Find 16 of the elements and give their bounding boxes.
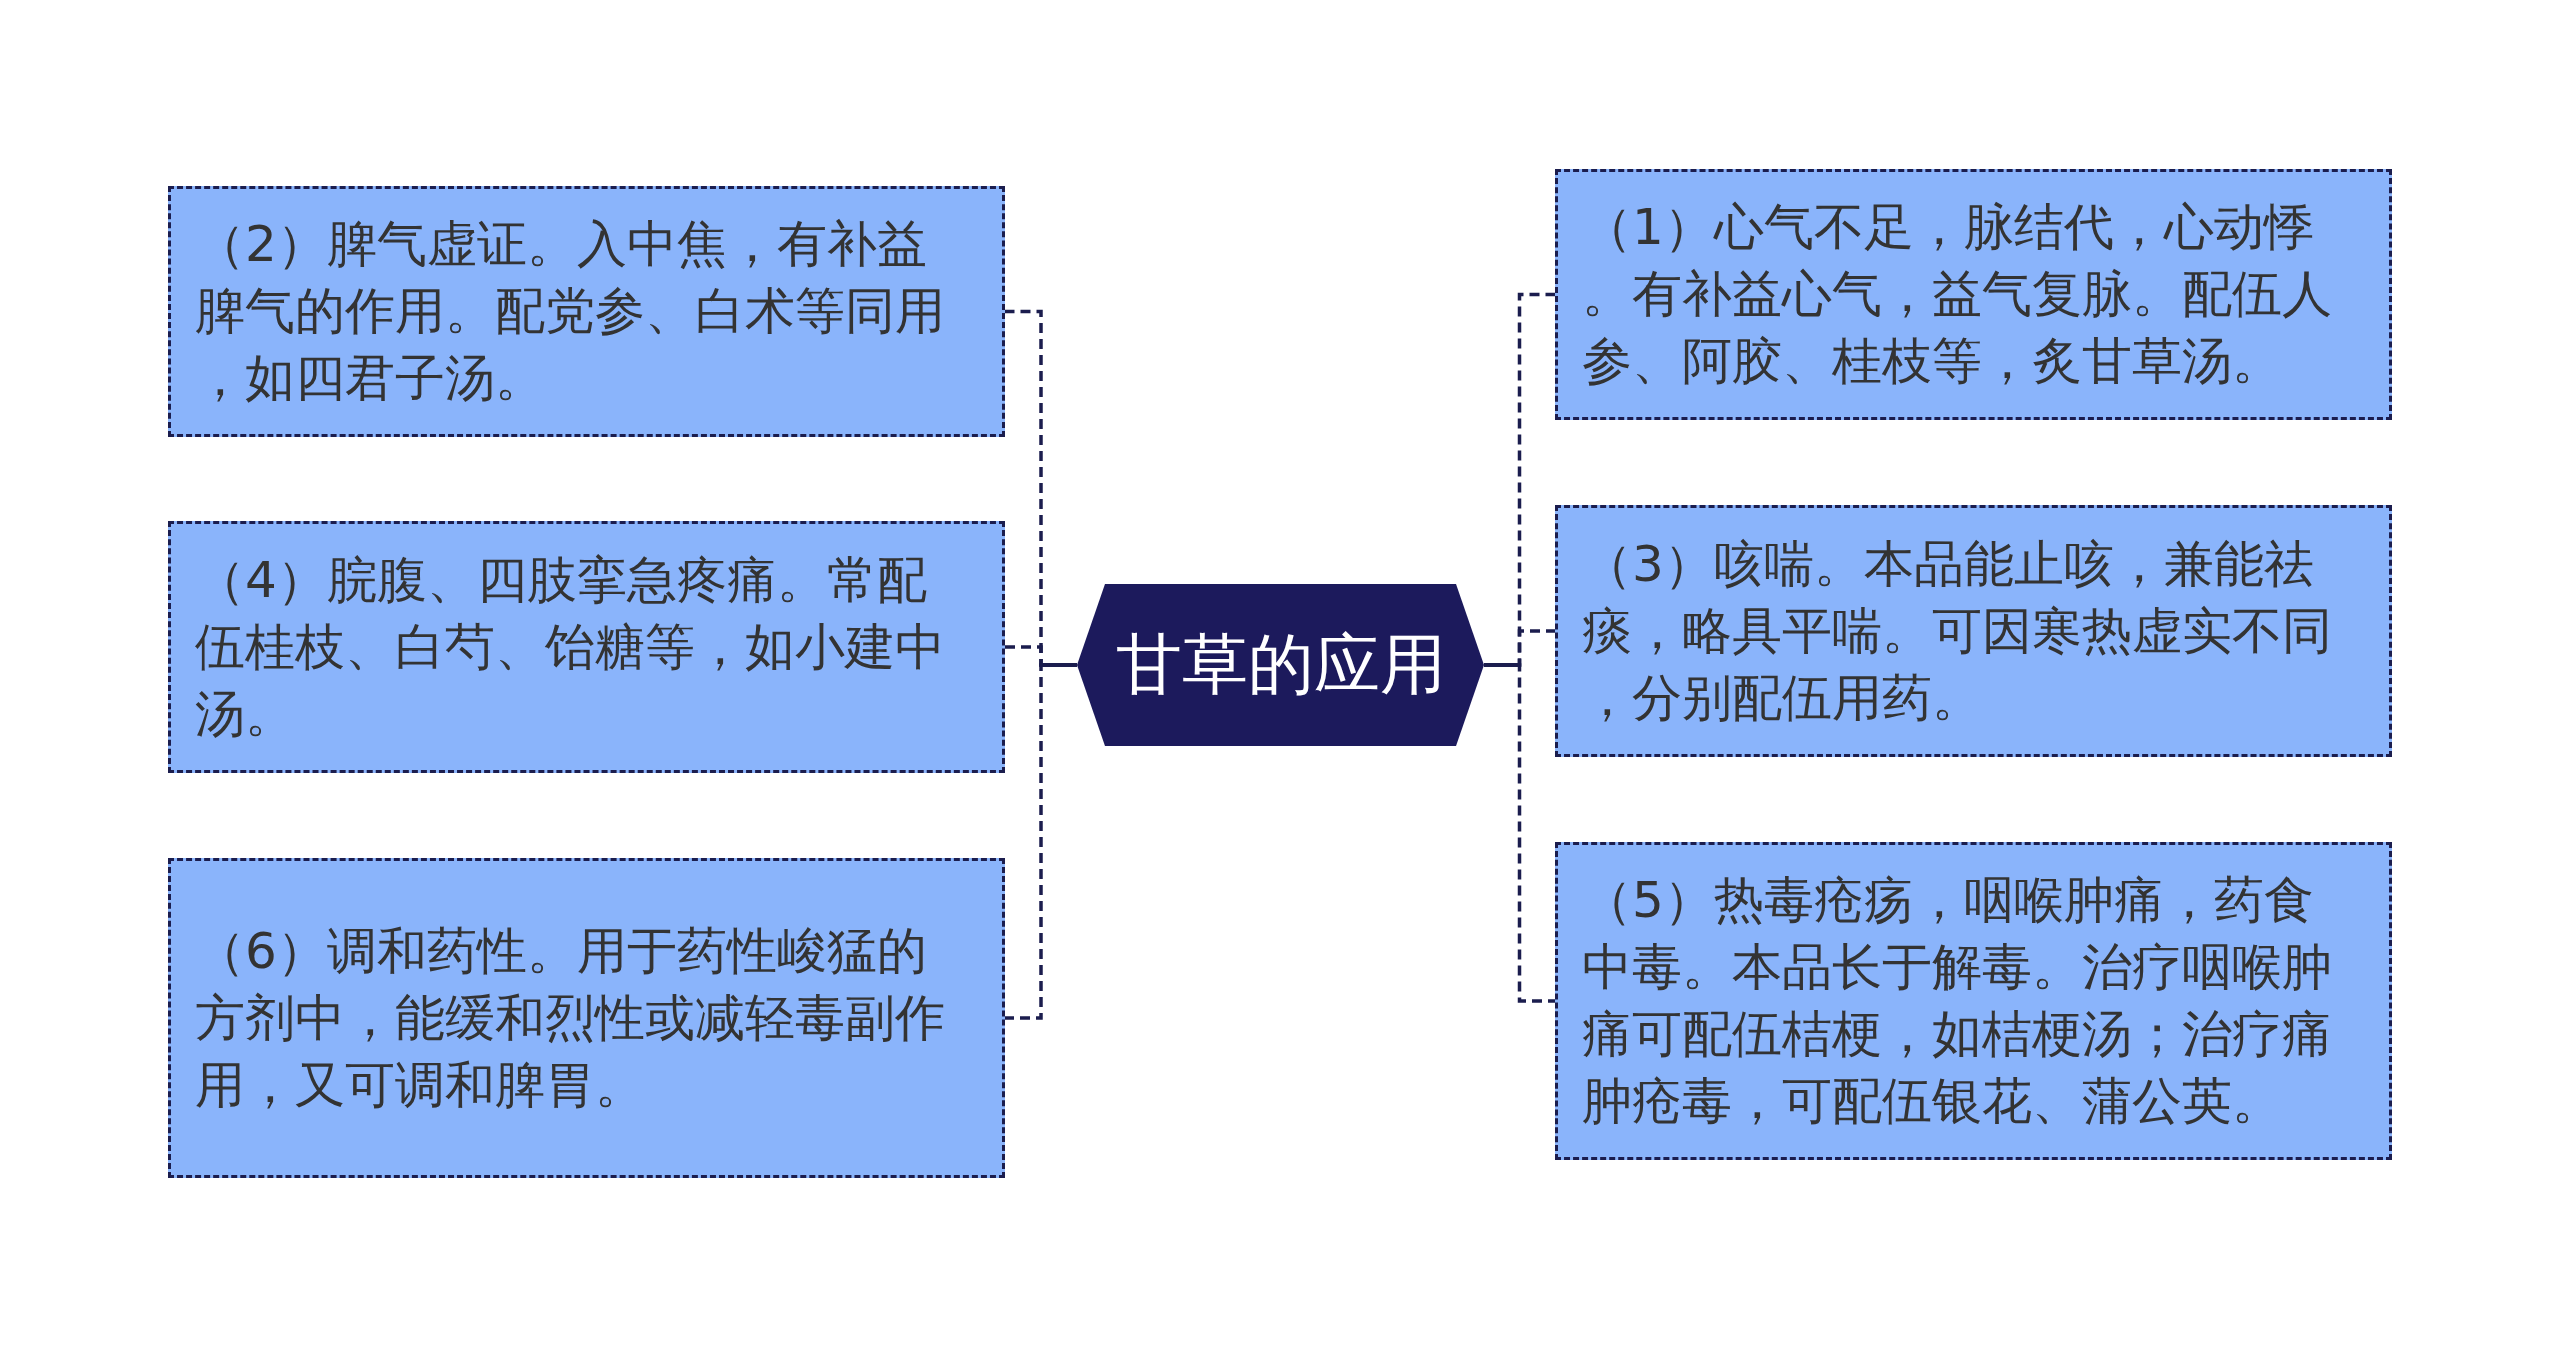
topic-box xyxy=(168,858,1005,1178)
topic-text: （2）脾气虚证。入中焦，有补益脾气的作用。配党参、白术等同用，如四君子汤。 xyxy=(195,214,946,409)
topic-text: （1）心气不足，脉结代，心动悸。有补益心气，益气复脉。配伍人参、阿胶、桂枝等，炙甘草汤。 xyxy=(1582,197,2333,392)
topic-box xyxy=(168,186,1005,437)
topic-text: （3）咳喘。本品能止咳，兼能祛痰，略具平喘。可因寒热虚实不同，分别配伍用药。 xyxy=(1582,533,2333,729)
connector-stub xyxy=(1041,663,1077,667)
topic-box xyxy=(1555,169,2392,420)
topic-text: （4）脘腹、四肢挛急疼痛。常配伍桂枝、白芍、饴糖等，如小建中汤。 xyxy=(195,549,946,745)
central-hexagon xyxy=(1077,584,1484,746)
topic-box xyxy=(1555,842,2392,1160)
topic-text: （5）热毒疮疡，咽喉肿痛，药食中毒。本品长于解毒。治疗咽喉肿痛可配伍桔梗，如桔梗汤；治疗痛肿疮毒，可配伍银花、蒲公英。 xyxy=(1582,870,2333,1132)
topic-text: （6）调和药性。用于药性峻猛的方剂中，能缓和烈性或减轻毒副作用，又可调和脾胃。 xyxy=(195,920,946,1116)
connector-stub xyxy=(1484,663,1520,667)
topic-box xyxy=(1555,505,2392,757)
topic-box xyxy=(168,521,1005,773)
central-topic-text: 甘草的应用 xyxy=(1115,625,1446,705)
